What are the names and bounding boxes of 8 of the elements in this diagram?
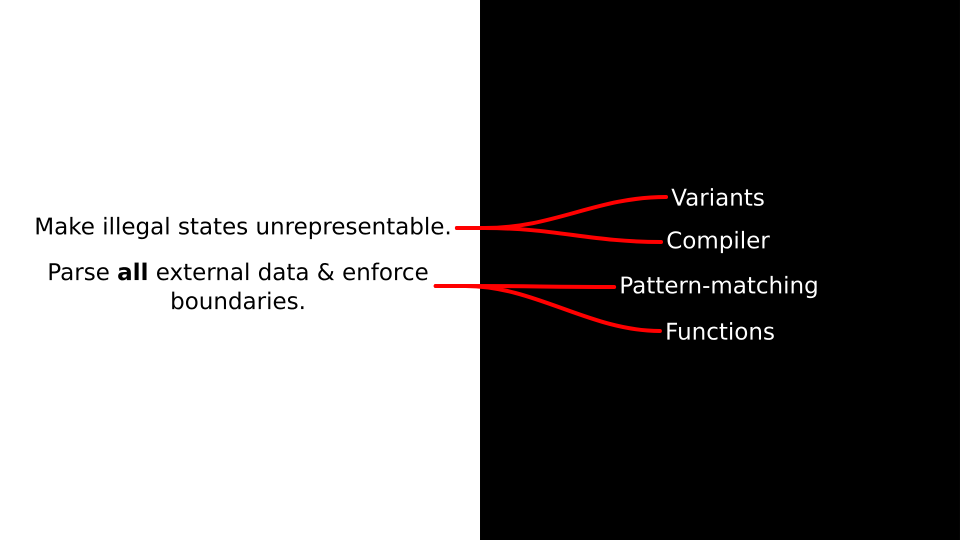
node-text: Functions — [667, 322, 774, 340]
node-text: Make illegal states unrepresentable. — [36, 216, 450, 240]
node-text: Parse all external data & enforce boundaries. — [50, 262, 428, 310]
connector-line — [454, 226, 664, 244]
node-text: Compiler — [668, 230, 770, 254]
connector-line — [434, 284, 662, 333]
node-text: Pattern-matching — [622, 276, 817, 298]
node-text: Variants — [671, 188, 764, 206]
